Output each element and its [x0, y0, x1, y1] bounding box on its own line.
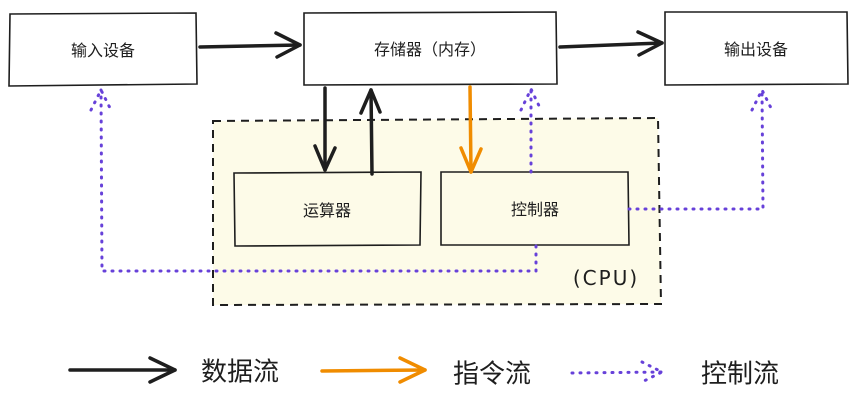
- memory-box: [303, 11, 558, 86]
- control-flow-arrow-controller-to-memory: [519, 85, 543, 174]
- control-flow-arrow-controller-to-input: [89, 86, 538, 273]
- legend-instruction-flow-label: 指令流: [452, 359, 532, 390]
- legend-control-flow-label: 控制流: [700, 359, 780, 390]
- legend-instruction-flow-arrow: [320, 356, 427, 384]
- data-flow-arrow-memory-to-output: [558, 30, 664, 57]
- input-device-box: [8, 12, 198, 87]
- instruction-flow-arrow-memory-to-controller: [459, 85, 483, 174]
- output-device-label: 输出设备: [723, 40, 789, 59]
- cpu-label: (CPU): [572, 266, 640, 290]
- controller-box: [440, 171, 630, 246]
- data-flow-arrow-alu-to-memory: [359, 88, 382, 176]
- legend-control-flow-arrow: [570, 360, 666, 384]
- data-flow-arrow-memory-to-alu: [313, 86, 337, 172]
- controller-label: 控制器: [510, 200, 560, 219]
- control-flow-arrow-controller-to-output: [627, 86, 774, 211]
- output-device-box: [664, 11, 849, 86]
- memory-label: 存储器（内存）: [373, 40, 487, 59]
- alu-label: 运算器: [302, 201, 352, 220]
- alu-box: [233, 171, 422, 247]
- data-flow-arrow-input-to-memory: [198, 31, 302, 59]
- legend-data-flow-label: 数据流: [200, 357, 280, 388]
- input-device-label: 输入设备: [70, 41, 136, 60]
- legend-data-flow-arrow: [68, 356, 177, 384]
